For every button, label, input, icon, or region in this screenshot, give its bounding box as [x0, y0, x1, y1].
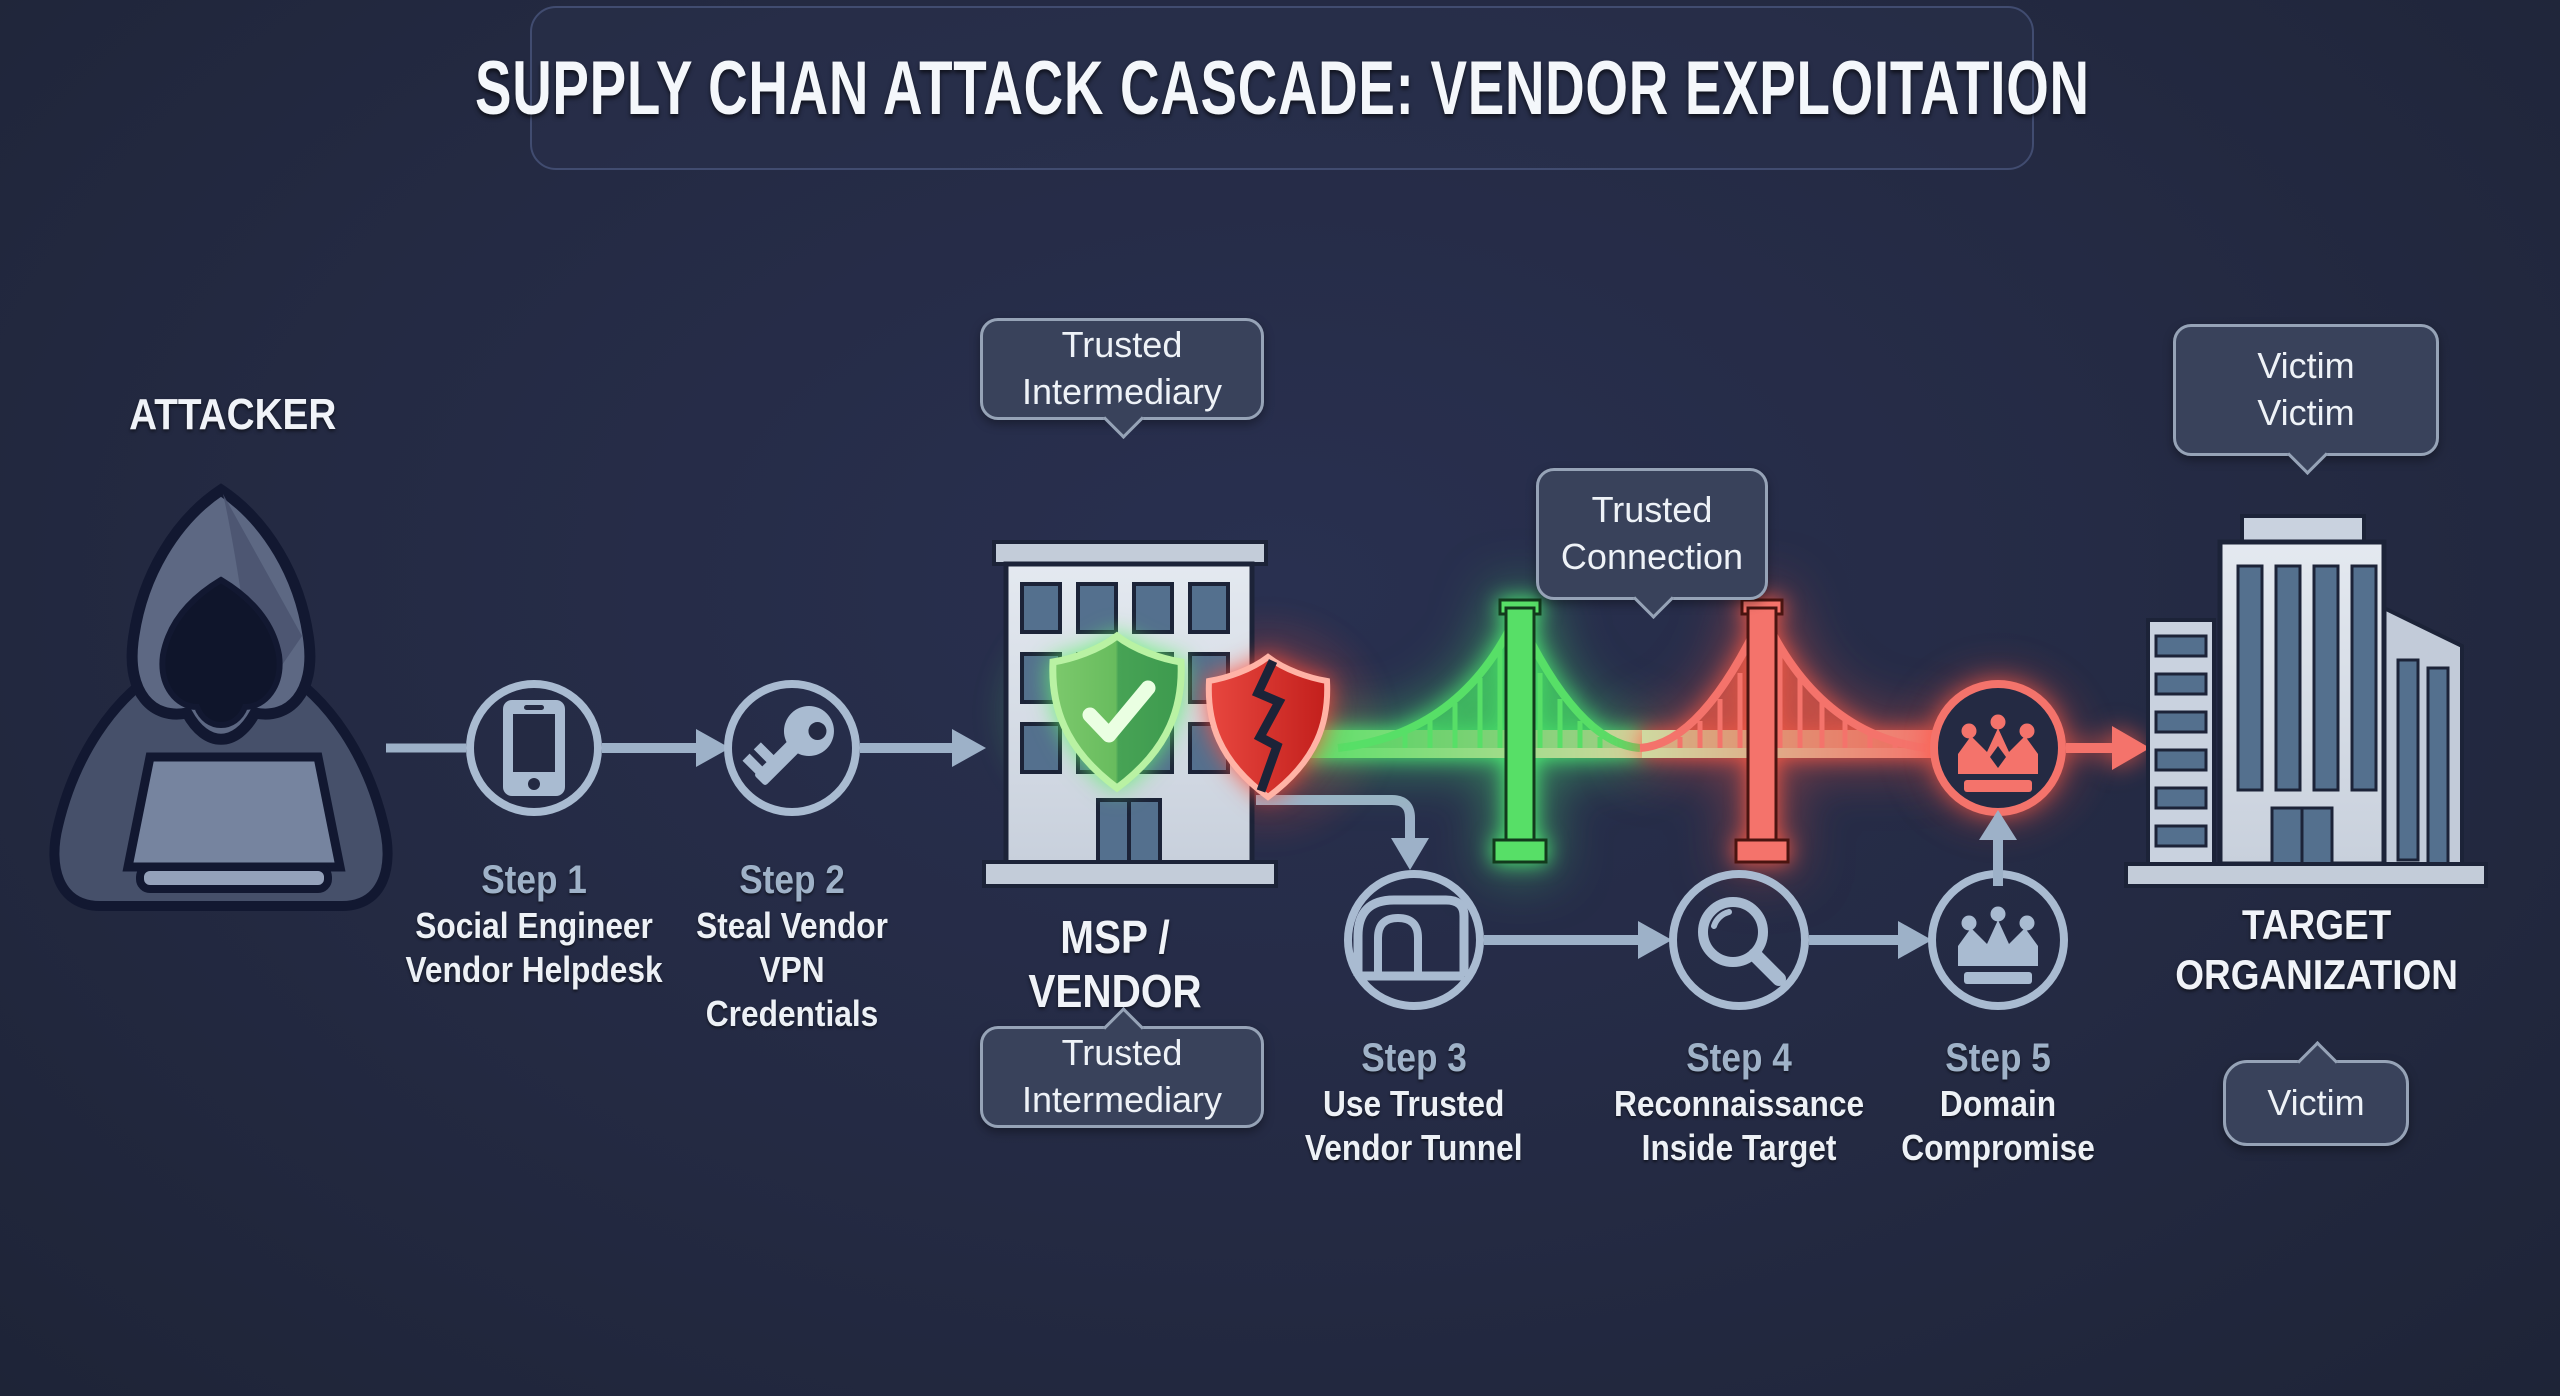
vendor-label: MSP / VENDOR [955, 910, 1275, 1018]
arrow-step2-vendor [860, 729, 986, 767]
arrow-step5-compromise [1979, 810, 2017, 886]
target-label-text: TARGET ORGANIZATION [2175, 901, 2459, 998]
trusted-intermediary-bottom-bubble: Trusted Intermediary [980, 1026, 1264, 1128]
magnifier-icon [1698, 897, 1786, 986]
shield-check-icon [1049, 631, 1185, 793]
trusted-connection-bubble: Trusted Connection [1536, 468, 1768, 600]
phone-icon [503, 700, 565, 796]
step5-node [1928, 870, 2068, 1010]
step2-node [724, 680, 860, 816]
step3-label-text: Step 3 [1361, 1036, 1467, 1080]
bridge-green-half [1296, 598, 1642, 864]
title-box: SUPPLY CHAN ATTACK CASCADE: VENDOR EXPLO… [475, 6, 2089, 170]
step1-node [466, 680, 602, 816]
step4-label-text: Step 4 [1686, 1036, 1792, 1080]
step4-label: Step 4 [1569, 1036, 1909, 1081]
target-organization-building [2124, 514, 2488, 888]
step2-label-text: Step 2 [739, 858, 845, 902]
step4-desc-text: Reconnaissance Inside Target [1613, 1083, 1865, 1168]
step1-label: Step 1 [404, 858, 664, 903]
laptop-icon [122, 752, 346, 893]
attacker-label-text: ATTACKER [129, 390, 337, 439]
step1-desc: Social Engineer Vendor Helpdesk [384, 904, 684, 992]
trusted-intermediary-top-bubble: Trusted Intermediary [980, 318, 1264, 420]
step2-label: Step 2 [662, 858, 922, 903]
tunnel-icon [1353, 895, 1469, 981]
step5-label-text: Step 5 [1945, 1036, 2051, 1080]
crown-icon [1958, 714, 2038, 792]
victim-bottom-bubble: Victim [2223, 1060, 2409, 1146]
key-icon [742, 706, 834, 785]
step4-node [1669, 870, 1809, 1010]
step3-label: Step 3 [1284, 1036, 1544, 1081]
arrow-compromise-target [2066, 726, 2150, 770]
step3-desc: Use Trusted Vendor Tunnel [1264, 1082, 1564, 1170]
step3-desc-text: Use Trusted Vendor Tunnel [1305, 1083, 1523, 1168]
step5-label: Step 5 [1868, 1036, 2128, 1081]
crown-icon [1958, 906, 2038, 984]
victim-top-bubble: Victim Victim [2173, 324, 2439, 456]
step4-desc: Reconnaissance Inside Target [1559, 1082, 1919, 1170]
vendor-label-text: MSP / VENDOR [1028, 911, 1202, 1017]
step1-label-text: Step 1 [481, 858, 587, 902]
step2-desc-text: Steal Vendor VPN Credentials [696, 905, 888, 1034]
step5-desc-text: Domain Compromise [1901, 1083, 2095, 1168]
arrow-step1-step2 [602, 729, 730, 767]
step5-desc: Domain Compromise [1848, 1082, 2148, 1170]
compromise-node [1930, 680, 2150, 816]
attacker-figure [49, 483, 393, 911]
target-label: TARGET ORGANIZATION [2122, 900, 2512, 999]
arrow-vendor-step3 [1256, 795, 1429, 870]
bridge-red-half [1639, 598, 1934, 864]
broken-shield-icon [1205, 653, 1331, 801]
arrow-step3-step4 [1484, 921, 1672, 959]
arrow-step4-step5 [1809, 921, 1932, 959]
step2-desc: Steal Vendor VPN Credentials [652, 904, 932, 1036]
step1-desc-text: Social Engineer Vendor Helpdesk [405, 905, 663, 990]
attacker-label: ATTACKER [93, 390, 373, 440]
step3-node [1344, 870, 1484, 1010]
page-title: SUPPLY CHAN ATTACK CASCADE: VENDOR EXPLO… [474, 45, 2090, 131]
